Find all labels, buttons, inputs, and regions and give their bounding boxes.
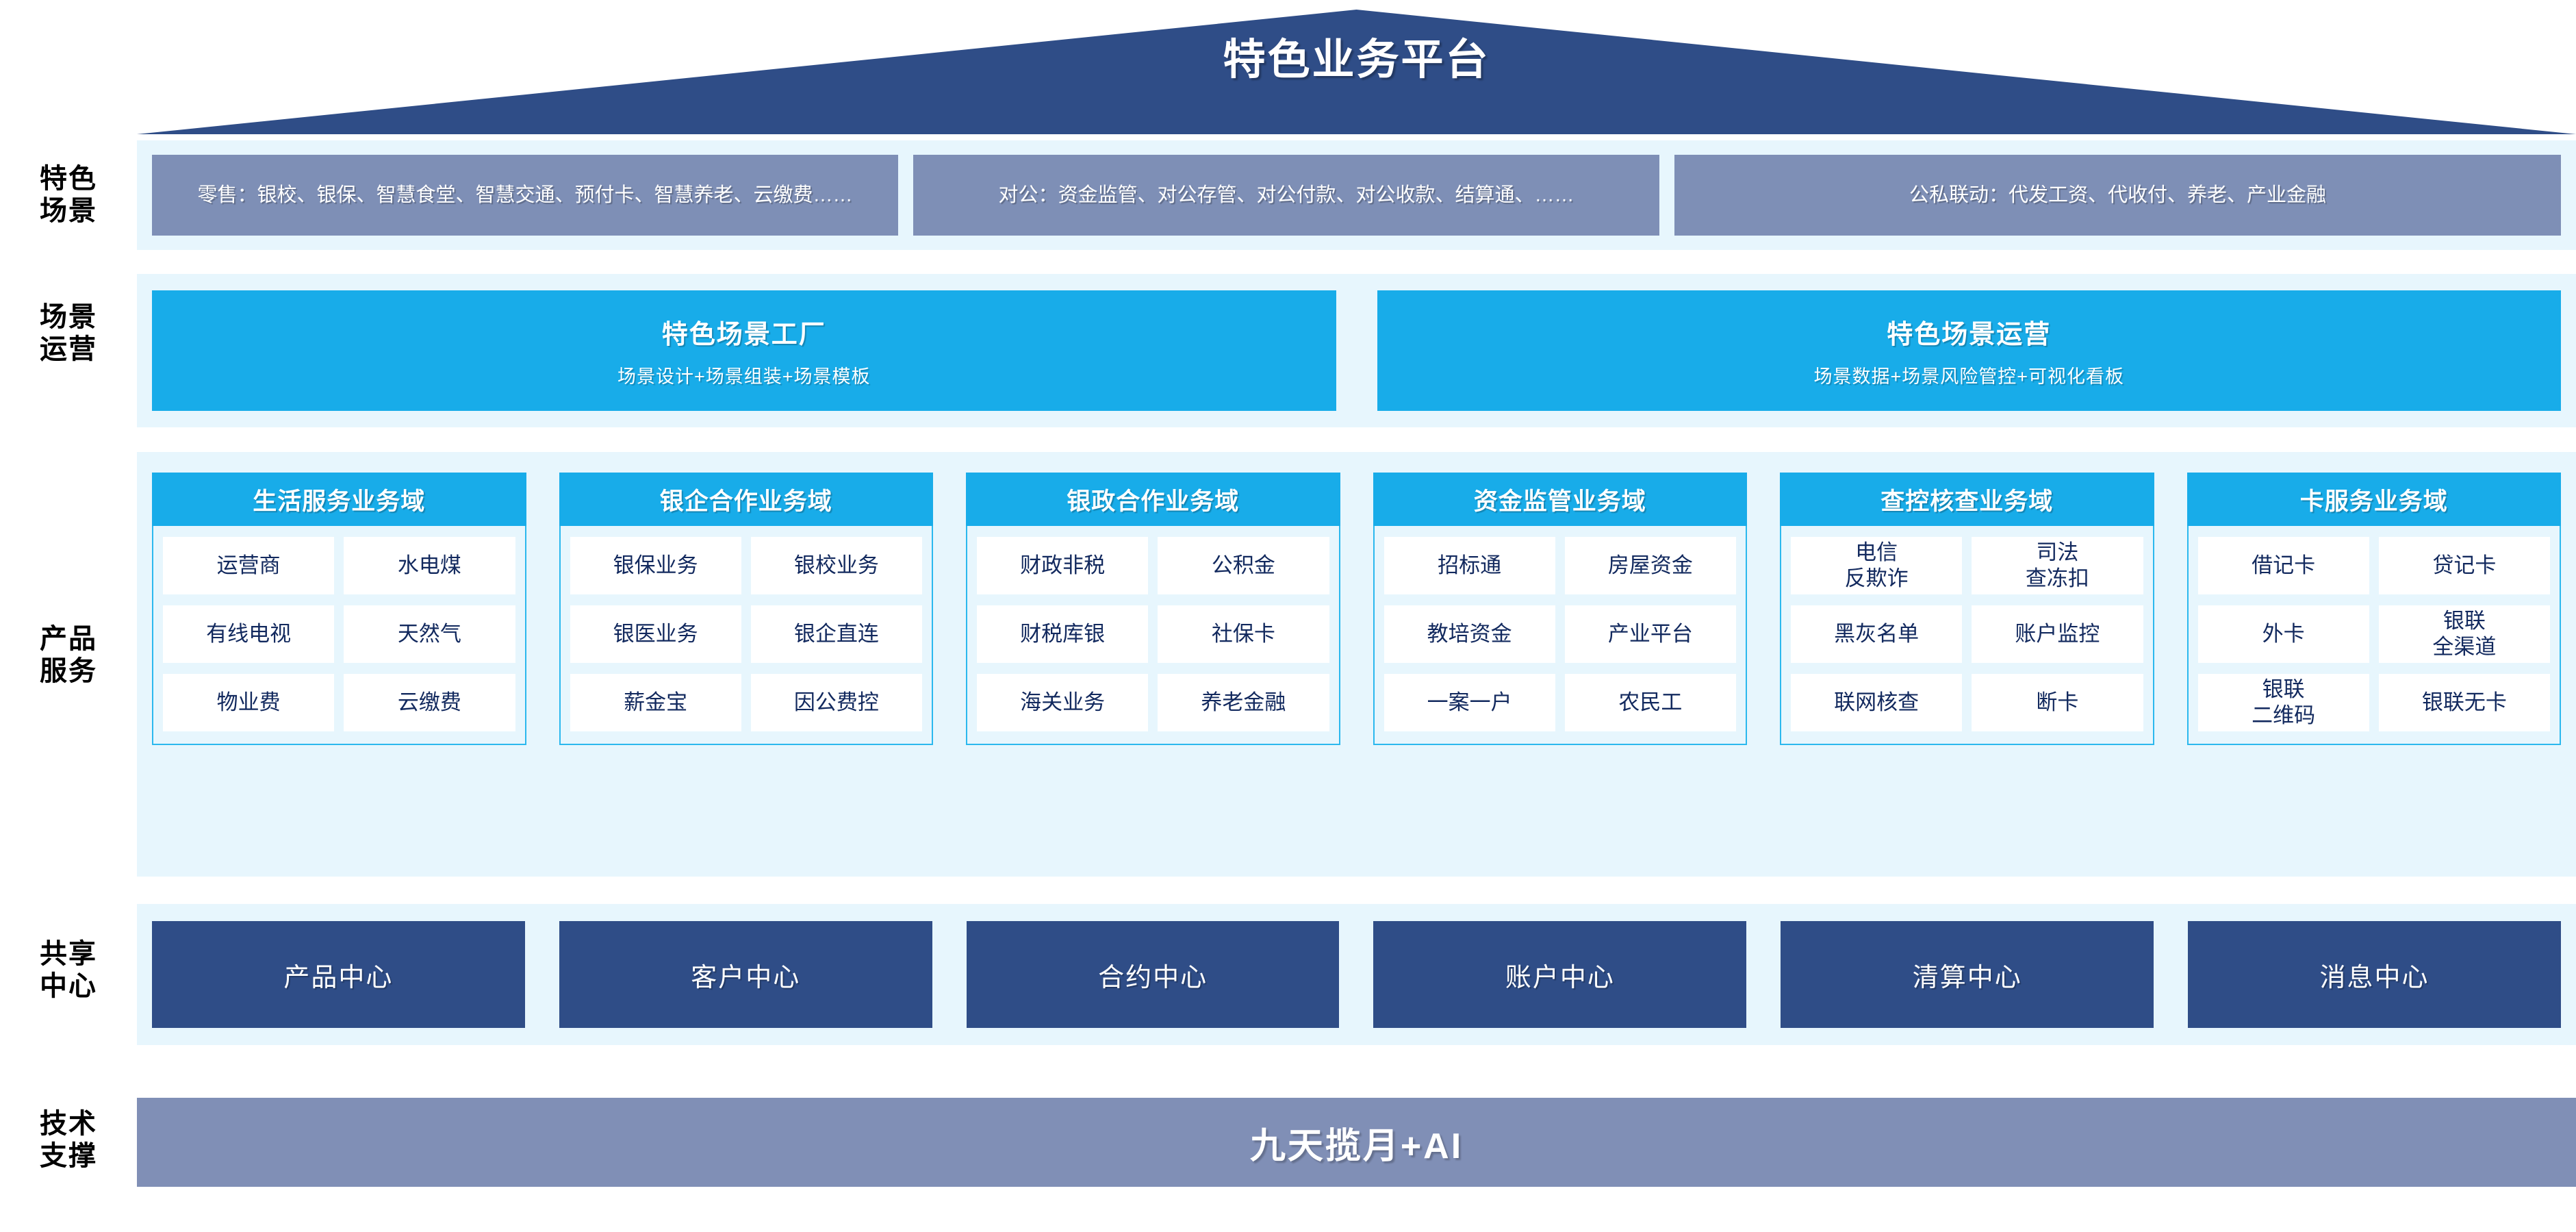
product-tile[interactable]: 一案一户 xyxy=(1383,674,1555,731)
product-tile[interactable]: 养老金融 xyxy=(1158,674,1329,731)
product-tile[interactable]: 财政非税 xyxy=(977,537,1149,594)
product-tile[interactable]: 银联 二维码 xyxy=(2197,674,2369,731)
row-label-operation: 场景 运营 xyxy=(40,302,97,365)
product-tile[interactable]: 产业平台 xyxy=(1564,605,1736,663)
domain-title: 银政合作业务域 xyxy=(966,473,1340,526)
center-box-contract[interactable]: 合约中心 xyxy=(966,921,1340,1028)
roof-shape-icon xyxy=(137,10,2576,134)
center-box-account[interactable]: 账户中心 xyxy=(1373,921,1747,1028)
product-tile[interactable]: 云缴费 xyxy=(344,674,515,731)
product-tile[interactable]: 银联无卡 xyxy=(2378,674,2550,731)
operation-subtitle: 场景设计+场景组装+场景模板 xyxy=(617,366,871,387)
product-tile[interactable]: 教培资金 xyxy=(1383,605,1555,663)
domain-row: 联网核查 断卡 xyxy=(1791,674,2143,731)
domain-card-card-service[interactable]: 卡服务业务域 借记卡 贷记卡 外卡 银联 全渠道 银联 二维码 银联无卡 xyxy=(2186,473,2561,745)
domain-row: 借记卡 贷记卡 xyxy=(2197,537,2550,594)
product-tile[interactable]: 农民工 xyxy=(1564,674,1736,731)
domain-title: 资金监管业务域 xyxy=(1373,473,1747,526)
domain-row: 银医业务 银企直连 xyxy=(570,605,922,663)
domain-row: 物业费 云缴费 xyxy=(163,674,515,731)
row-label-center: 共享 中心 xyxy=(40,939,97,1002)
product-tile[interactable]: 贷记卡 xyxy=(2378,537,2550,594)
domain-row: 银保业务 银校业务 xyxy=(570,537,922,594)
operation-title: 特色场景运营 xyxy=(1887,320,2052,349)
product-service-band: 生活服务业务域 运营商 水电煤 有线电视 天然气 物业费 云缴费 xyxy=(137,452,2576,877)
domain-card-bank-government[interactable]: 银政合作业务域 财政非税 公积金 财税库银 社保卡 海关业务 养老金融 xyxy=(966,473,1340,745)
domain-row: 运营商 水电煤 xyxy=(163,537,515,594)
domain-title: 查控核查业务域 xyxy=(1780,473,2154,526)
product-tile[interactable]: 电信 反欺诈 xyxy=(1791,537,1963,594)
page-title: 特色业务平台 xyxy=(1223,36,1490,84)
domain-card-bank-enterprise[interactable]: 银企合作业务域 银保业务 银校业务 银医业务 银企直连 薪金宝 因公费控 xyxy=(559,473,933,745)
domain-title: 卡服务业务域 xyxy=(2186,473,2561,526)
scenario-band: 零售：银校、银保、智慧食堂、智慧交通、预付卡、智慧养老、云缴费…… 对公：资金监… xyxy=(137,140,2576,250)
product-tile[interactable]: 银企直连 xyxy=(750,605,922,663)
product-tile[interactable]: 海关业务 xyxy=(977,674,1149,731)
product-tile[interactable]: 社保卡 xyxy=(1158,605,1329,663)
product-tile[interactable]: 账户监控 xyxy=(1972,605,2143,663)
product-tile[interactable]: 天然气 xyxy=(344,605,515,663)
center-box-customer[interactable]: 客户中心 xyxy=(559,921,932,1028)
product-tile[interactable]: 司法 查冻扣 xyxy=(1972,537,2143,594)
center-box-product[interactable]: 产品中心 xyxy=(152,921,525,1028)
scenario-box-corporate[interactable]: 对公：资金监管、对公存管、对公付款、对公收款、结算通、…… xyxy=(913,155,1659,236)
product-tile[interactable]: 有线电视 xyxy=(163,605,335,663)
product-tile[interactable]: 断卡 xyxy=(1972,674,2143,731)
tech-support-label: 九天揽月+AI xyxy=(1249,1126,1464,1166)
product-tile[interactable]: 薪金宝 xyxy=(570,674,741,731)
product-tile[interactable]: 银联 全渠道 xyxy=(2378,605,2550,663)
domain-card-investigation-control[interactable]: 查控核查业务域 电信 反欺诈 司法 查冻扣 黑灰名单 账户监控 联网核查 断卡 xyxy=(1780,473,2154,745)
operation-title: 特色场景工厂 xyxy=(661,320,826,349)
domain-row: 外卡 银联 全渠道 xyxy=(2197,605,2550,663)
row-label-scenario: 特色 场景 xyxy=(40,164,97,227)
domain-row: 薪金宝 因公费控 xyxy=(570,674,922,731)
row-label-tech: 技术 支撑 xyxy=(40,1109,97,1172)
center-box-message[interactable]: 消息中心 xyxy=(2188,921,2561,1028)
domain-row: 财税库银 社保卡 xyxy=(977,605,1329,663)
product-tile[interactable]: 房屋资金 xyxy=(1564,537,1736,594)
operation-box-scene-factory[interactable]: 特色场景工厂 场景设计+场景组装+场景模板 xyxy=(152,290,1336,411)
domain-row: 招标通 房屋资金 xyxy=(1383,537,1736,594)
domain-row: 海关业务 养老金融 xyxy=(977,674,1329,731)
domain-title: 银企合作业务域 xyxy=(559,473,933,526)
domain-row: 电信 反欺诈 司法 查冻扣 xyxy=(1791,537,2143,594)
domain-row: 教培资金 产业平台 xyxy=(1383,605,1736,663)
product-tile[interactable]: 银校业务 xyxy=(750,537,922,594)
product-tile[interactable]: 水电煤 xyxy=(344,537,515,594)
operation-subtitle: 场景数据+场景风险管控+可视化看板 xyxy=(1813,366,2125,387)
domain-row: 一案一户 农民工 xyxy=(1383,674,1736,731)
scenario-box-retail[interactable]: 零售：银校、银保、智慧食堂、智慧交通、预付卡、智慧养老、云缴费…… xyxy=(152,155,898,236)
shared-center-band: 产品中心 客户中心 合约中心 账户中心 清算中心 消息中心 xyxy=(137,904,2576,1045)
domain-title: 生活服务业务域 xyxy=(152,473,526,526)
product-tile[interactable]: 外卡 xyxy=(2197,605,2369,663)
product-tile[interactable]: 招标通 xyxy=(1383,537,1555,594)
domain-card-fund-supervision[interactable]: 资金监管业务域 招标通 房屋资金 教培资金 产业平台 一案一户 农民工 xyxy=(1373,473,1747,745)
product-tile[interactable]: 借记卡 xyxy=(2197,537,2369,594)
platform-roof-banner: 特色业务平台 xyxy=(137,0,2576,134)
tech-support-band: 九天揽月+AI xyxy=(137,1098,2576,1187)
operation-box-scene-operation[interactable]: 特色场景运营 场景数据+场景风险管控+可视化看板 xyxy=(1377,290,2561,411)
product-tile[interactable]: 银保业务 xyxy=(570,537,741,594)
domain-row: 财政非税 公积金 xyxy=(977,537,1329,594)
product-tile[interactable]: 联网核查 xyxy=(1791,674,1963,731)
domain-row: 黑灰名单 账户监控 xyxy=(1791,605,2143,663)
product-tile[interactable]: 公积金 xyxy=(1158,537,1329,594)
product-tile[interactable]: 银医业务 xyxy=(570,605,741,663)
product-tile[interactable]: 因公费控 xyxy=(750,674,922,731)
domain-row: 有线电视 天然气 xyxy=(163,605,515,663)
center-box-clearing[interactable]: 清算中心 xyxy=(1781,921,2154,1028)
product-tile[interactable]: 物业费 xyxy=(163,674,335,731)
operation-band: 特色场景工厂 场景设计+场景组装+场景模板 特色场景运营 场景数据+场景风险管控… xyxy=(137,274,2576,427)
scenario-box-linkage[interactable]: 公私联动：代发工资、代收付、养老、产业金融 xyxy=(1674,155,2561,236)
product-tile[interactable]: 财税库银 xyxy=(977,605,1149,663)
domain-row: 银联 二维码 银联无卡 xyxy=(2197,674,2550,731)
product-tile[interactable]: 运营商 xyxy=(163,537,335,594)
domain-card-life-service[interactable]: 生活服务业务域 运营商 水电煤 有线电视 天然气 物业费 云缴费 xyxy=(152,473,526,745)
row-label-product: 产品 服务 xyxy=(40,624,97,687)
product-tile[interactable]: 黑灰名单 xyxy=(1791,605,1963,663)
